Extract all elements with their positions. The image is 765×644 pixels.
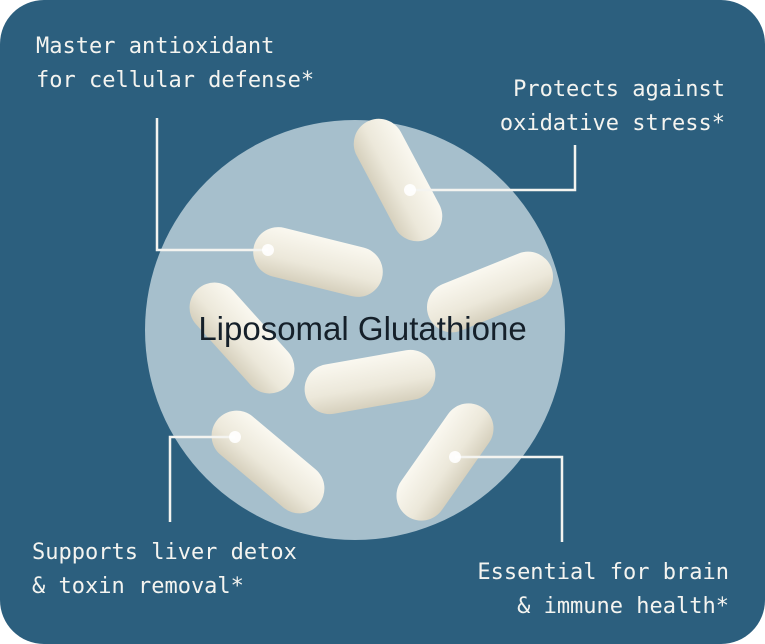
capsule [396,403,494,521]
benefit-oxidative-stress: Protects against oxidative stress* [500,73,725,141]
capsule [426,251,554,333]
callout-dot [404,184,416,196]
product-title: Liposomal Glutathione [198,310,527,347]
capsule [253,227,383,297]
capsule [353,118,443,242]
benefit-brain-immune: Essential for brain & immune health* [477,556,729,624]
callout-lines [155,118,577,542]
callout-line [155,118,268,252]
callout-line [168,435,235,522]
benefit-line: oxidative stress* [499,111,725,136]
callout-dot [449,451,461,463]
capsule [189,282,295,394]
callout-dot [229,431,241,443]
benefit-line: & immune health* [517,594,729,619]
callout-line [410,145,577,192]
benefit-line: Protects against [513,77,725,102]
benefit-liver-detox: Supports liver detox & toxin removal* [32,536,297,604]
benefit-line: for cellular defense* [36,68,315,93]
benefit-line: Master antioxidant [36,34,275,59]
callout-line [455,455,564,542]
callout-dot [262,244,274,256]
benefit-line: Essential for brain [477,560,729,585]
benefit-line: & toxin removal* [32,574,244,599]
benefit-line: Supports liver detox [32,540,297,565]
capsule [304,349,436,415]
benefit-antioxidant: Master antioxidant for cellular defense* [36,30,314,98]
